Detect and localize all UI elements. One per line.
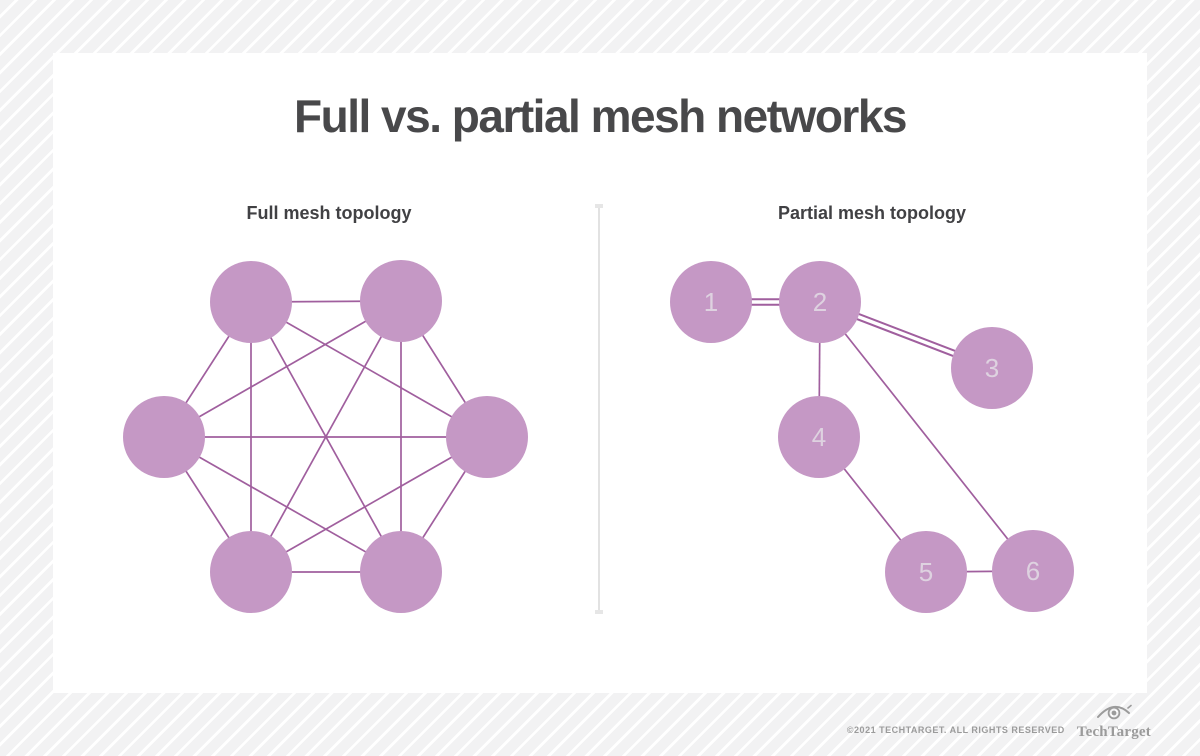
network-node [992, 530, 1074, 612]
network-node [360, 531, 442, 613]
network-node [778, 396, 860, 478]
eye-icon [1096, 703, 1132, 724]
network-node [210, 531, 292, 613]
network-node [123, 396, 205, 478]
network-link [163, 300, 402, 438]
network-link [250, 436, 488, 573]
network-node [951, 327, 1033, 409]
node-label: 2 [813, 287, 827, 317]
network-node [210, 261, 292, 343]
network-node [779, 261, 861, 343]
node-label: 5 [919, 557, 933, 587]
footer: ©2021 TECHTARGET. ALL RIGHTS RESERVED Te… [847, 703, 1151, 740]
page-title: Full vs. partial mesh networks [294, 90, 907, 142]
partial-mesh-label: Partial mesh topology [777, 203, 967, 223]
network-link [819, 301, 1034, 572]
full-mesh-label: Full mesh topology [246, 203, 412, 223]
network-link [163, 436, 402, 573]
section-divider [595, 204, 603, 614]
network-node [670, 261, 752, 343]
node-label: 3 [985, 353, 999, 383]
network-node [885, 531, 967, 613]
brand-text: TechTarget [1076, 724, 1151, 740]
network-link [250, 301, 488, 438]
techtarget-logo: TechTarget [1077, 703, 1151, 740]
partial-mesh-diagram: 1 2 3 4 5 6 [670, 261, 1074, 613]
content-card: Full vs. partial mesh networks Full mesh… [53, 53, 1147, 693]
node-label: 6 [1026, 556, 1040, 586]
network-node [360, 260, 442, 342]
node-label: 1 [704, 287, 718, 317]
full-mesh-diagram [123, 260, 528, 613]
network-node [446, 396, 528, 478]
node-label: 4 [812, 422, 826, 452]
copyright-text: ©2021 TECHTARGET. ALL RIGHTS RESERVED [846, 724, 1065, 735]
